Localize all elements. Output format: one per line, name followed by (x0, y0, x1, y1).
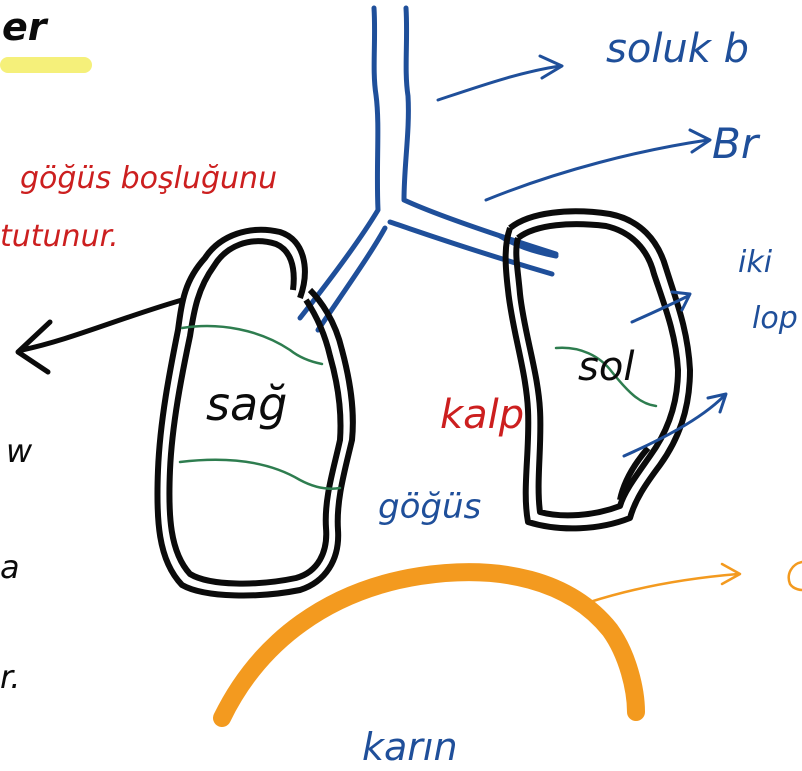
chest-label: göğüs (378, 487, 481, 527)
margin-mark-1: w (6, 432, 33, 470)
trachea-label: soluk b (606, 26, 749, 72)
margin-mark-3: r. (0, 658, 20, 696)
diaphragm-arrow (590, 562, 802, 602)
top-left-fragment: er (2, 5, 49, 49)
abdomen-label: karın (362, 725, 458, 769)
left-lung-label: sol (578, 344, 634, 390)
lobe-label: lop (752, 301, 798, 336)
yellow-highlight (0, 57, 92, 73)
heart-label: kalp (440, 392, 524, 438)
bronchi-label: Br (712, 119, 761, 168)
margin-mark-2: a (0, 548, 20, 586)
left-arrow (18, 300, 182, 372)
right-lung-label: sağ (206, 377, 287, 431)
red-note-line2: tutunur. (0, 219, 119, 254)
red-note-line1: göğüs boşluğunu (20, 161, 277, 196)
two-label: iki (738, 245, 773, 280)
